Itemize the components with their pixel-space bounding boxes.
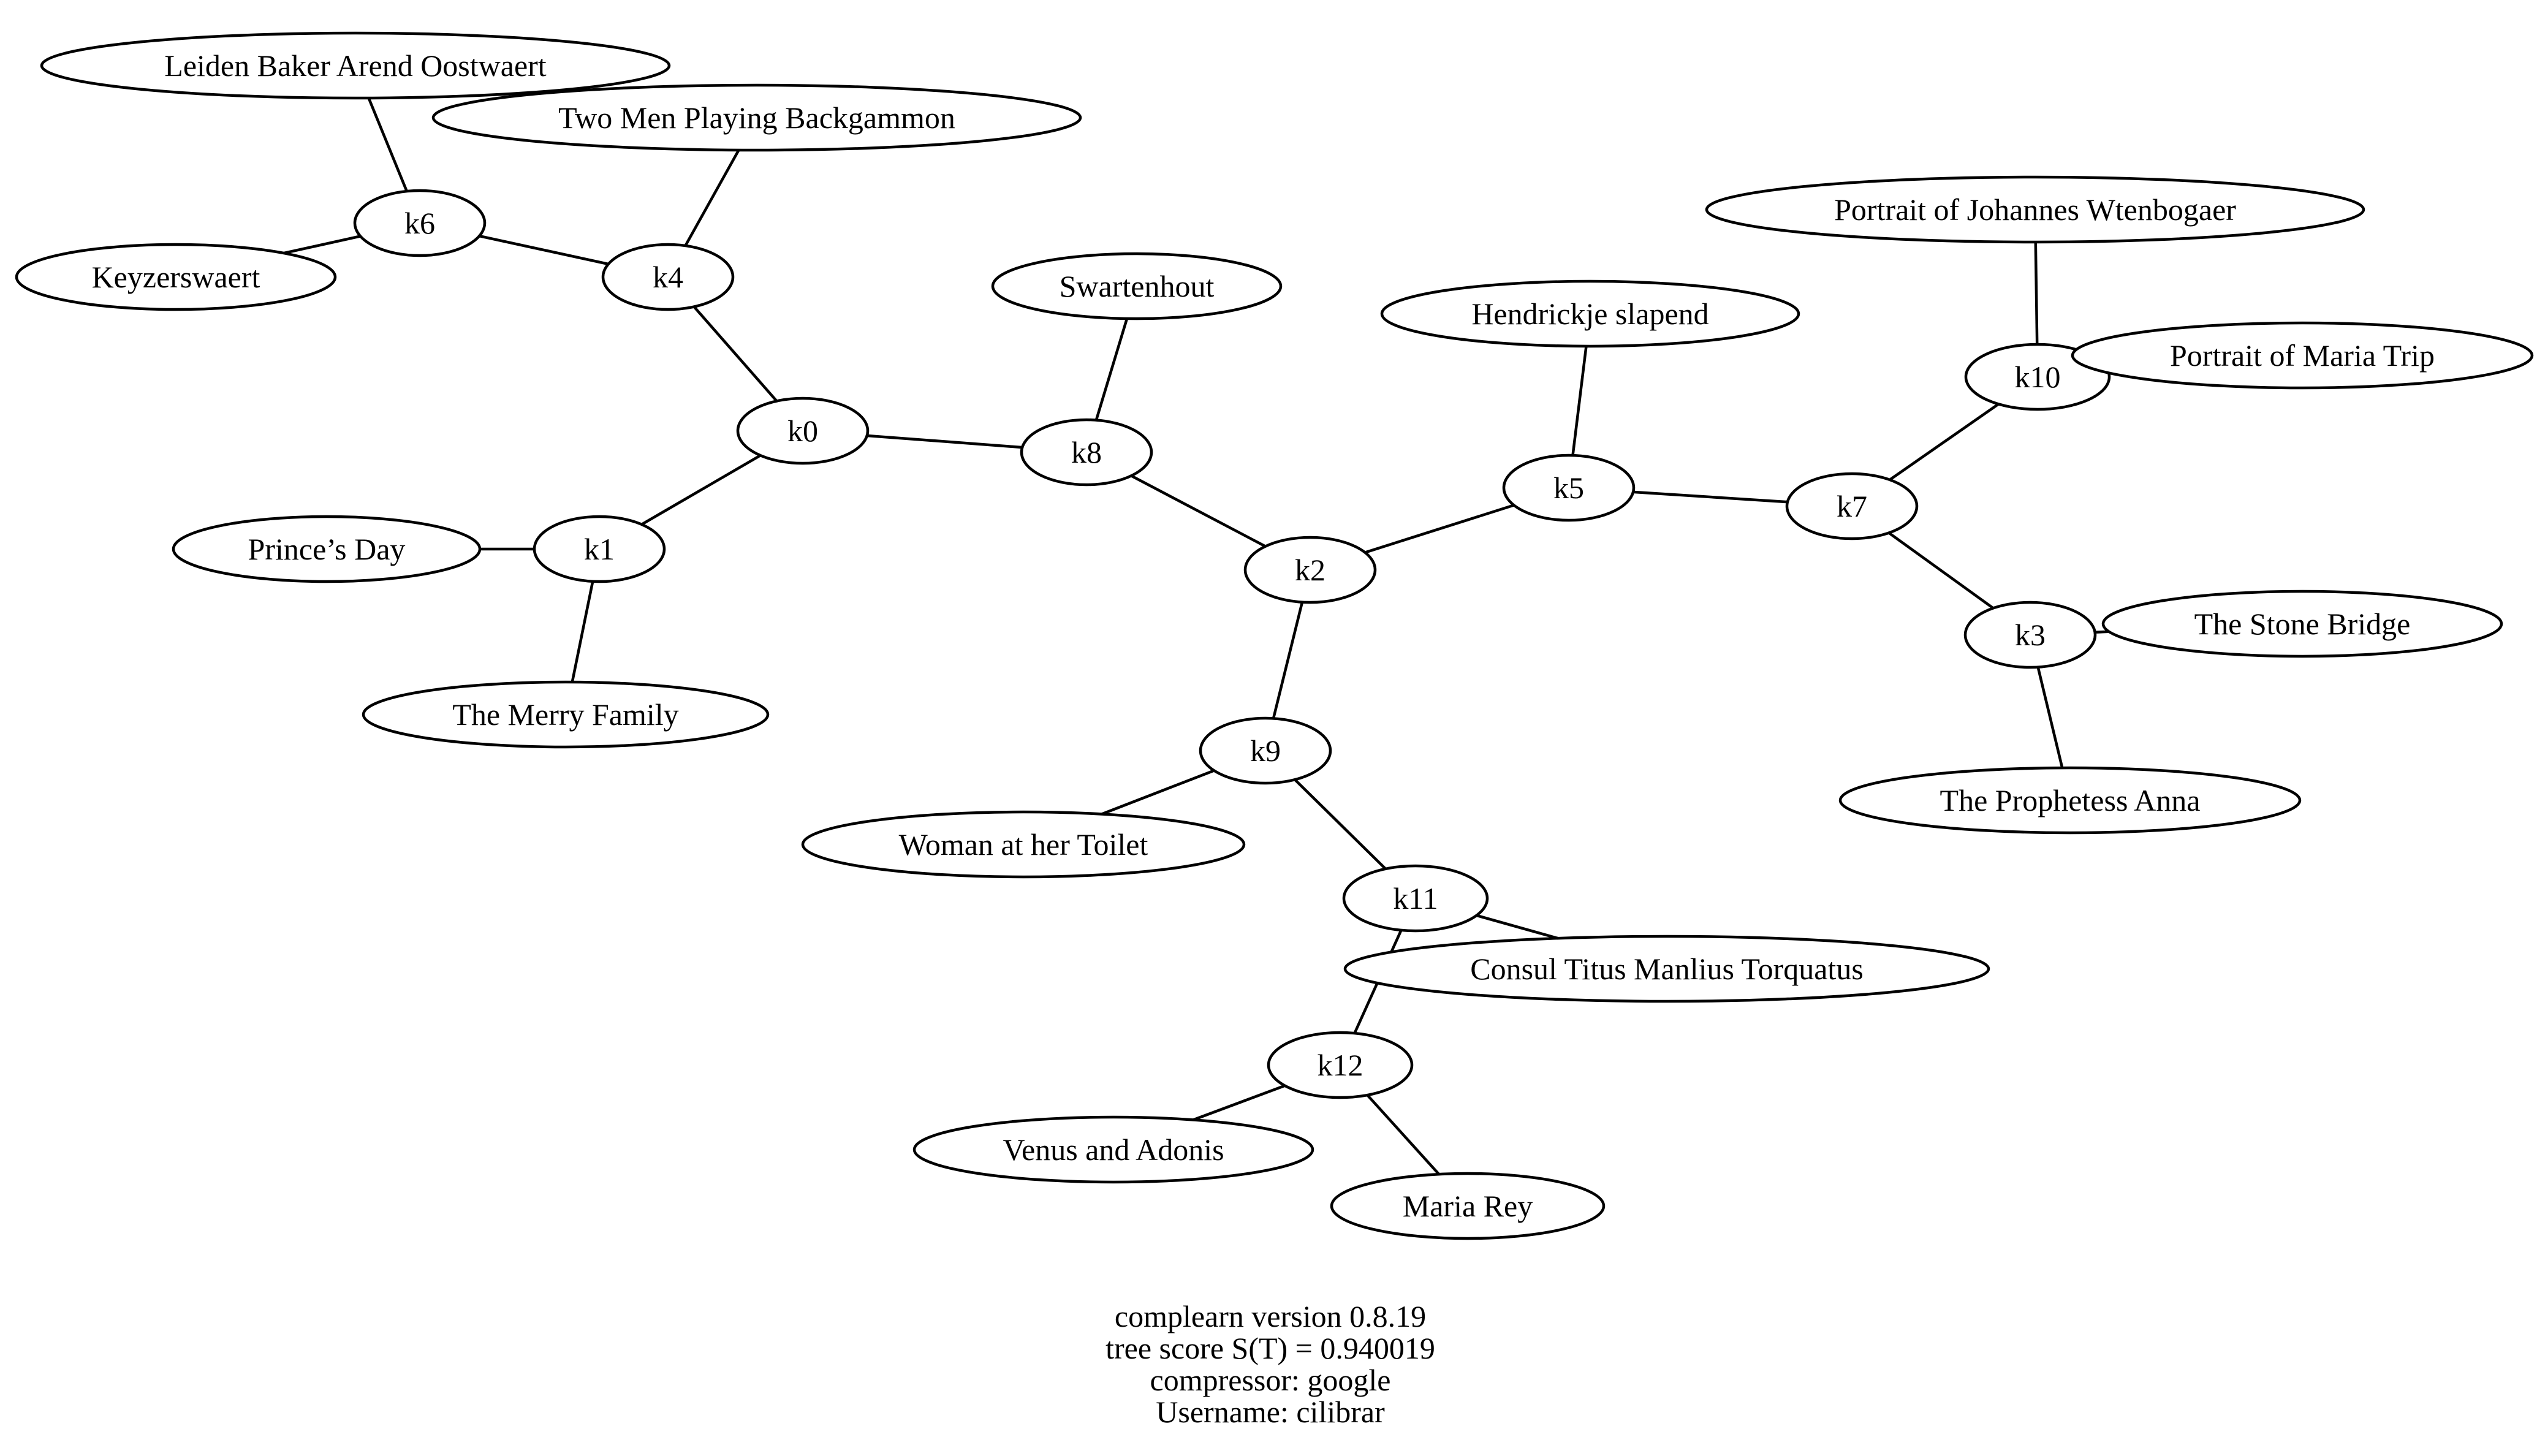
leaf-node-label: The Prophetess Anna xyxy=(1940,783,2201,817)
leaf-node-ellipse xyxy=(912,1115,1314,1184)
internal-node-k8: k8 xyxy=(1020,418,1153,487)
leaf-node-toilet: Woman at her Toilet xyxy=(801,810,1246,879)
leaf-node-ellipse xyxy=(40,31,671,100)
internal-node-ellipse xyxy=(1963,601,2097,669)
leaf-node-label: Leiden Baker Arend Oostwaert xyxy=(164,48,546,83)
leaf-node-keyzerswaert: Keyzerswaert xyxy=(15,243,337,311)
internal-node-k3: k3 xyxy=(1963,601,2097,669)
footer-username: Username: cilibrar xyxy=(1156,1395,1385,1429)
leaf-node-ellipse xyxy=(1705,175,2365,244)
internal-node-ellipse xyxy=(1342,864,1489,933)
internal-node-k2: k2 xyxy=(1243,536,1377,604)
internal-node-k6: k6 xyxy=(353,189,487,257)
leaf-node-backgammon: Two Men Playing Backgammon xyxy=(431,83,1082,152)
leaf-node-merryfamily: The Merry Family xyxy=(362,680,770,749)
leaf-node-prophetess: The Prophetess Anna xyxy=(1838,766,2302,835)
internal-node-ellipse xyxy=(353,189,487,257)
leaf-node-label: Prince’s Day xyxy=(248,532,406,566)
leaf-node-label: Woman at her Toilet xyxy=(899,827,1148,862)
internal-node-label: k3 xyxy=(2015,618,2046,652)
leaf-node-label: Two Men Playing Backgammon xyxy=(558,100,955,135)
footer-version: complearn version 0.8.19 xyxy=(1115,1299,1426,1333)
leaf-node-ellipse xyxy=(991,252,1283,320)
internal-node-label: k4 xyxy=(653,260,683,294)
internal-node-ellipse xyxy=(1243,536,1377,604)
internal-node-label: k1 xyxy=(584,532,615,566)
internal-node-k11: k11 xyxy=(1342,864,1489,933)
leaf-node-consul: Consul Titus Manlius Torquatus xyxy=(1343,935,1990,1003)
tree-footer: complearn version 0.8.19 tree score S(T)… xyxy=(1105,1299,1435,1429)
leaf-node-stonebridge: The Stone Bridge xyxy=(2101,590,2503,658)
leaf-node-ellipse xyxy=(362,680,770,749)
tree-nodes: k0 k1 k2 k3 k4 k5 k6 k7 k8 k9 k10 k11 k12 Leiden Bake… xyxy=(15,31,2534,1240)
internal-node-label: k7 xyxy=(1837,489,1867,523)
internal-node-k7: k7 xyxy=(1785,472,1919,540)
internal-node-k12: k12 xyxy=(1267,1031,1414,1099)
footer-tree-score: tree score S(T) = 0.940019 xyxy=(1105,1331,1435,1365)
internal-node-ellipse xyxy=(1020,418,1153,487)
leaf-node-wtenbogaer: Portrait of Johannes Wtenbogaer xyxy=(1705,175,2365,244)
leaf-node-ellipse xyxy=(431,83,1082,152)
leaf-node-swartenhout: Swartenhout xyxy=(991,252,1283,320)
internal-node-label: k10 xyxy=(2015,360,2061,394)
internal-node-k0: k0 xyxy=(736,396,870,465)
leaf-node-label: Consul Titus Manlius Torquatus xyxy=(1470,952,1864,986)
leaf-node-ellipse xyxy=(1343,935,1990,1003)
leaf-node-mariatrip: Portrait of Maria Trip xyxy=(2071,321,2534,390)
leaf-node-label: Keyzerswaert xyxy=(92,260,260,294)
internal-node-label: k5 xyxy=(1553,471,1584,505)
leaf-node-ellipse xyxy=(172,515,482,583)
internal-node-label: k9 xyxy=(1250,734,1281,768)
internal-node-label: k8 xyxy=(1071,435,1102,469)
internal-node-k10: k10 xyxy=(1964,343,2111,411)
internal-node-k5: k5 xyxy=(1502,453,1636,522)
footer-compressor: compressor: google xyxy=(1150,1363,1391,1397)
leaf-node-ellipse xyxy=(1330,1172,1606,1240)
internal-node-k9: k9 xyxy=(1199,716,1332,785)
internal-node-ellipse xyxy=(533,515,666,583)
leaf-node-ellipse xyxy=(2101,590,2503,658)
leaf-node-ellipse xyxy=(801,810,1246,879)
leaf-node-label: Venus and Adonis xyxy=(1003,1132,1224,1167)
leaf-node-leiden: Leiden Baker Arend Oostwaert xyxy=(40,31,671,100)
internal-node-label: k11 xyxy=(1393,881,1438,916)
internal-node-ellipse xyxy=(1785,472,1919,540)
internal-node-label: k2 xyxy=(1295,553,1325,587)
leaf-node-label: Portrait of Johannes Wtenbogaer xyxy=(1834,192,2236,227)
internal-node-ellipse xyxy=(736,396,870,465)
internal-node-ellipse xyxy=(1199,716,1332,785)
internal-node-ellipse xyxy=(1964,343,2111,411)
internal-node-label: k12 xyxy=(1318,1048,1363,1082)
internal-node-k1: k1 xyxy=(533,515,666,583)
leaf-node-princesday: Prince’s Day xyxy=(172,515,482,583)
leaf-node-ellipse xyxy=(15,243,337,311)
internal-node-ellipse xyxy=(601,243,735,311)
leaf-node-label: The Stone Bridge xyxy=(2194,607,2411,641)
leaf-node-ellipse xyxy=(2071,321,2534,390)
internal-node-ellipse xyxy=(1502,453,1636,522)
leaf-node-venus: Venus and Adonis xyxy=(912,1115,1314,1184)
internal-node-label: k0 xyxy=(787,414,818,448)
leaf-node-hendrickje: Hendrickje slapend xyxy=(1380,279,1800,348)
internal-node-ellipse xyxy=(1267,1031,1414,1099)
internal-node-k4: k4 xyxy=(601,243,735,311)
leaf-node-label: Maria Rey xyxy=(1403,1189,1533,1223)
leaf-node-label: Hendrickje slapend xyxy=(1471,297,1708,331)
leaf-node-label: Swartenhout xyxy=(1060,269,1215,303)
leaf-node-label: Portrait of Maria Trip xyxy=(2170,338,2435,373)
leaf-node-mariarey: Maria Rey xyxy=(1330,1172,1606,1240)
leaf-node-ellipse xyxy=(1380,279,1800,348)
leaf-node-label: The Merry Family xyxy=(452,697,678,732)
internal-node-label: k6 xyxy=(404,206,435,240)
leaf-node-ellipse xyxy=(1838,766,2302,835)
